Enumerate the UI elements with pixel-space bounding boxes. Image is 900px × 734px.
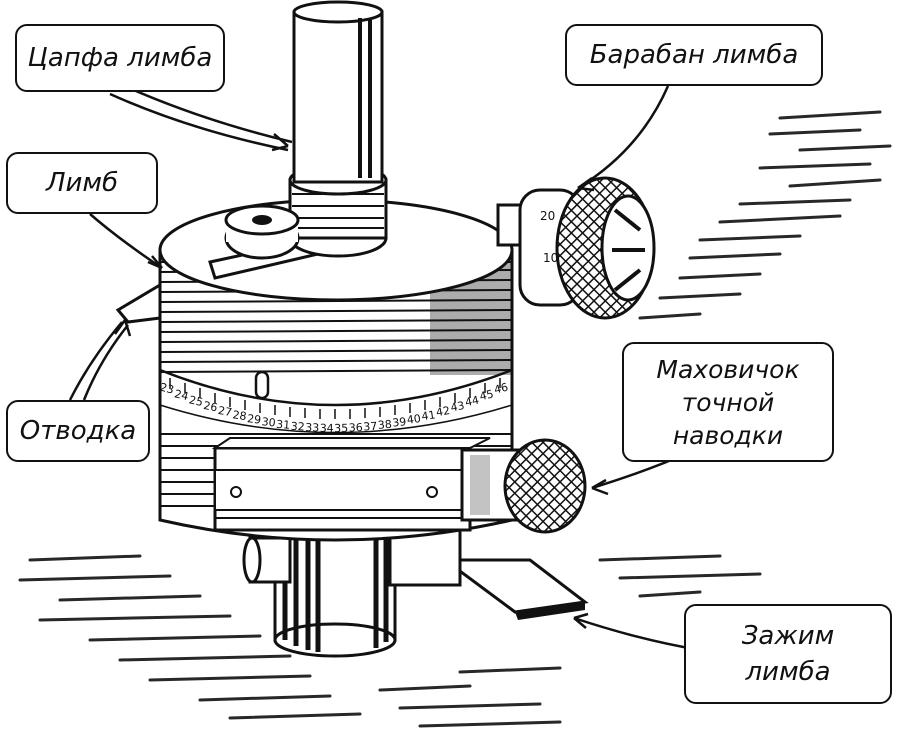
- callout-clamp-line2: лимба: [745, 657, 831, 687]
- callout-limb-drum-knob-text: Барабан лимба: [589, 40, 799, 70]
- scale-label: 27: [217, 404, 233, 419]
- scale-label: 38: [377, 418, 392, 432]
- scale-label: 23: [158, 381, 175, 397]
- callout-limb-trunnion-text: Цапфа лимба: [27, 43, 213, 73]
- scale-label: 39: [392, 415, 407, 429]
- callout-release-lever: Отводка: [6, 400, 150, 462]
- background-hatching: [18, 110, 892, 728]
- scale-label: 41: [421, 408, 437, 423]
- scale-label: 35: [334, 422, 348, 435]
- scale-label: 42: [435, 404, 451, 419]
- scale-label: 25: [188, 393, 204, 409]
- release-lever: [115, 282, 162, 324]
- scale-label: 46: [493, 381, 510, 397]
- scale-label: 44: [464, 393, 480, 409]
- scale-label: 32: [290, 420, 305, 434]
- reading-block: [211, 437, 491, 532]
- scale-label: 45: [478, 387, 495, 403]
- leader-lines: [68, 82, 701, 652]
- scale-label: 24: [173, 387, 190, 403]
- scale-label: 37: [363, 420, 378, 434]
- callout-fine-adjust-line1: Маховичок: [656, 354, 800, 384]
- scale-label: 31: [276, 418, 291, 432]
- scale-label: 28: [232, 408, 248, 423]
- scale-label: 36: [349, 421, 363, 434]
- scale-label: 34: [320, 422, 334, 435]
- callout-fine-adjust: Маховичок точной наводки: [622, 342, 834, 462]
- clamp-lever: [388, 528, 589, 620]
- callout-clamp: Зажим лимба: [684, 604, 892, 704]
- callout-limb: Лимб: [6, 152, 158, 214]
- scale-label: 33: [305, 421, 319, 434]
- scale-label: 30: [261, 415, 276, 429]
- scale-label: 40: [406, 412, 422, 427]
- fine-adjust-handwheel: [460, 438, 587, 534]
- callout-release-lever-text: Отводка: [19, 416, 137, 446]
- callout-fine-adjust-line2: точной: [681, 387, 775, 417]
- callout-clamp-line1: Зажим: [741, 621, 835, 651]
- limb-drum-knob: 20 10: [496, 176, 656, 320]
- callout-limb-drum-knob: Барабан лимба: [565, 24, 823, 86]
- scale-label: 43: [449, 399, 465, 414]
- limb-trunnion: [208, 0, 388, 280]
- drum-label-top: 20: [540, 209, 555, 223]
- scale-label: 26: [202, 399, 218, 414]
- scale-label: 29: [246, 412, 262, 427]
- callout-fine-adjust-line3: наводки: [672, 420, 784, 450]
- callout-limb-trunnion: Цапфа лимба: [15, 24, 225, 92]
- callout-limb-text: Лимб: [45, 168, 119, 198]
- drum-label-mid: 10: [543, 251, 558, 265]
